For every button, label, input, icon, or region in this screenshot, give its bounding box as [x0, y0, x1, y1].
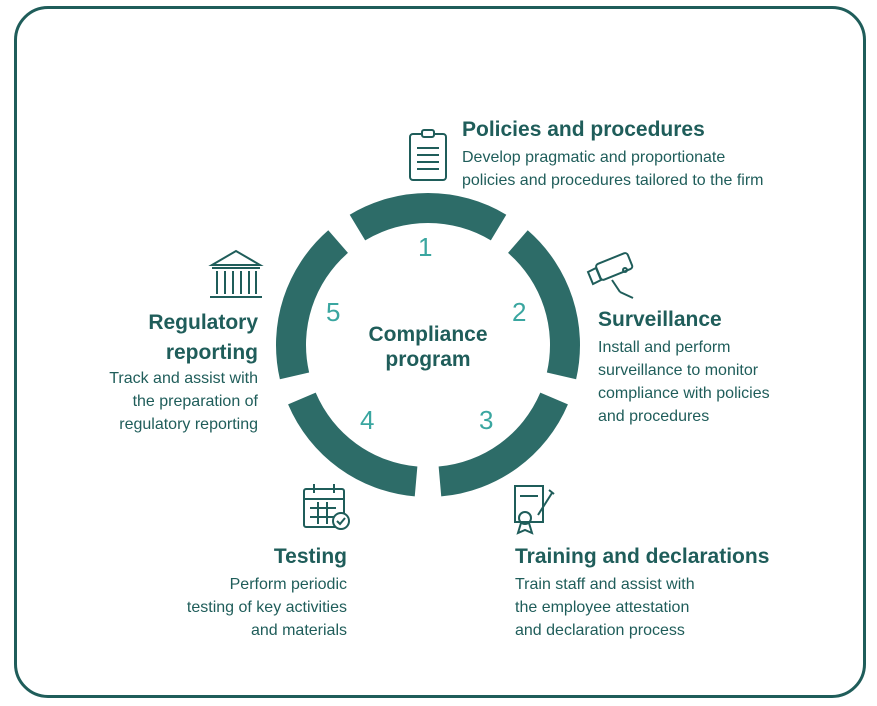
cycle-ring	[276, 193, 580, 497]
step-desc-training: Train staff and assist with the employee…	[515, 573, 695, 642]
step-title-surveillance: Surveillance	[598, 308, 722, 331]
step-desc-policies-line-2: policies and procedures tailored to the …	[462, 172, 764, 189]
calendar-check-icon	[303, 484, 350, 530]
center-label-line-1: Compliance	[368, 323, 488, 346]
step-title-regulatory-line-2: reporting	[165, 341, 258, 364]
ring-segment-training	[438, 392, 568, 497]
ring-segment-testing	[288, 392, 418, 497]
step-desc-surveillance-line-4: and procedures	[598, 408, 710, 425]
step-number-5: 5	[326, 297, 341, 327]
step-title-policies: Policies and procedures	[462, 118, 705, 141]
certificate-icon	[514, 485, 555, 535]
step-number-3: 3	[479, 405, 494, 435]
step-desc-testing-line-2: testing of key activities	[186, 599, 347, 616]
step-desc-policies: Develop pragmatic and proportionate poli…	[462, 146, 764, 192]
bank-building-icon	[208, 249, 264, 298]
step-desc-policies-line-1: Develop pragmatic and proportionate	[462, 149, 726, 166]
cctv-camera-icon	[586, 252, 634, 299]
center-label-line-2: program	[385, 348, 471, 371]
step-desc-training-line-2: the employee attestation	[515, 599, 690, 616]
step-title-training: Training and declarations	[515, 545, 770, 568]
clipboard-icon	[409, 129, 447, 181]
step-number-2: 2	[512, 297, 527, 327]
step-desc-regulatory: Track and assist with the preparation of…	[38, 367, 258, 436]
step-desc-testing: Perform periodic testing of key activiti…	[97, 573, 347, 642]
step-desc-training-line-3: and declaration process	[515, 622, 685, 639]
diagram-frame	[14, 6, 866, 698]
step-title-testing: Testing	[273, 545, 347, 568]
step-desc-surveillance-line-3: compliance with policies	[598, 385, 770, 402]
ring-segment-regulatory	[276, 230, 348, 380]
center-label: Compliance program	[343, 322, 513, 372]
step-number-1: 1	[418, 232, 433, 262]
step-number-4: 4	[360, 405, 375, 435]
step-desc-regulatory-line-2: the preparation of	[132, 393, 258, 410]
step-desc-surveillance: Install and perform surveillance to moni…	[598, 336, 770, 428]
step-desc-testing-line-1: Perform periodic	[229, 576, 347, 593]
step-title-regulatory-line-1: Regulatory	[148, 311, 258, 334]
step-desc-regulatory-line-3: regulatory reporting	[119, 416, 258, 433]
step-desc-testing-line-3: and materials	[250, 622, 347, 639]
step-desc-training-line-1: Train staff and assist with	[515, 576, 695, 593]
step-title-regulatory: Regulatory reporting	[58, 308, 258, 368]
ring-segment-surveillance	[508, 230, 580, 380]
step-desc-surveillance-line-2: surveillance to monitor	[598, 362, 759, 379]
ring-segment-policies	[349, 193, 507, 241]
step-desc-regulatory-line-1: Track and assist with	[109, 370, 258, 387]
step-desc-surveillance-line-1: Install and perform	[598, 339, 731, 356]
